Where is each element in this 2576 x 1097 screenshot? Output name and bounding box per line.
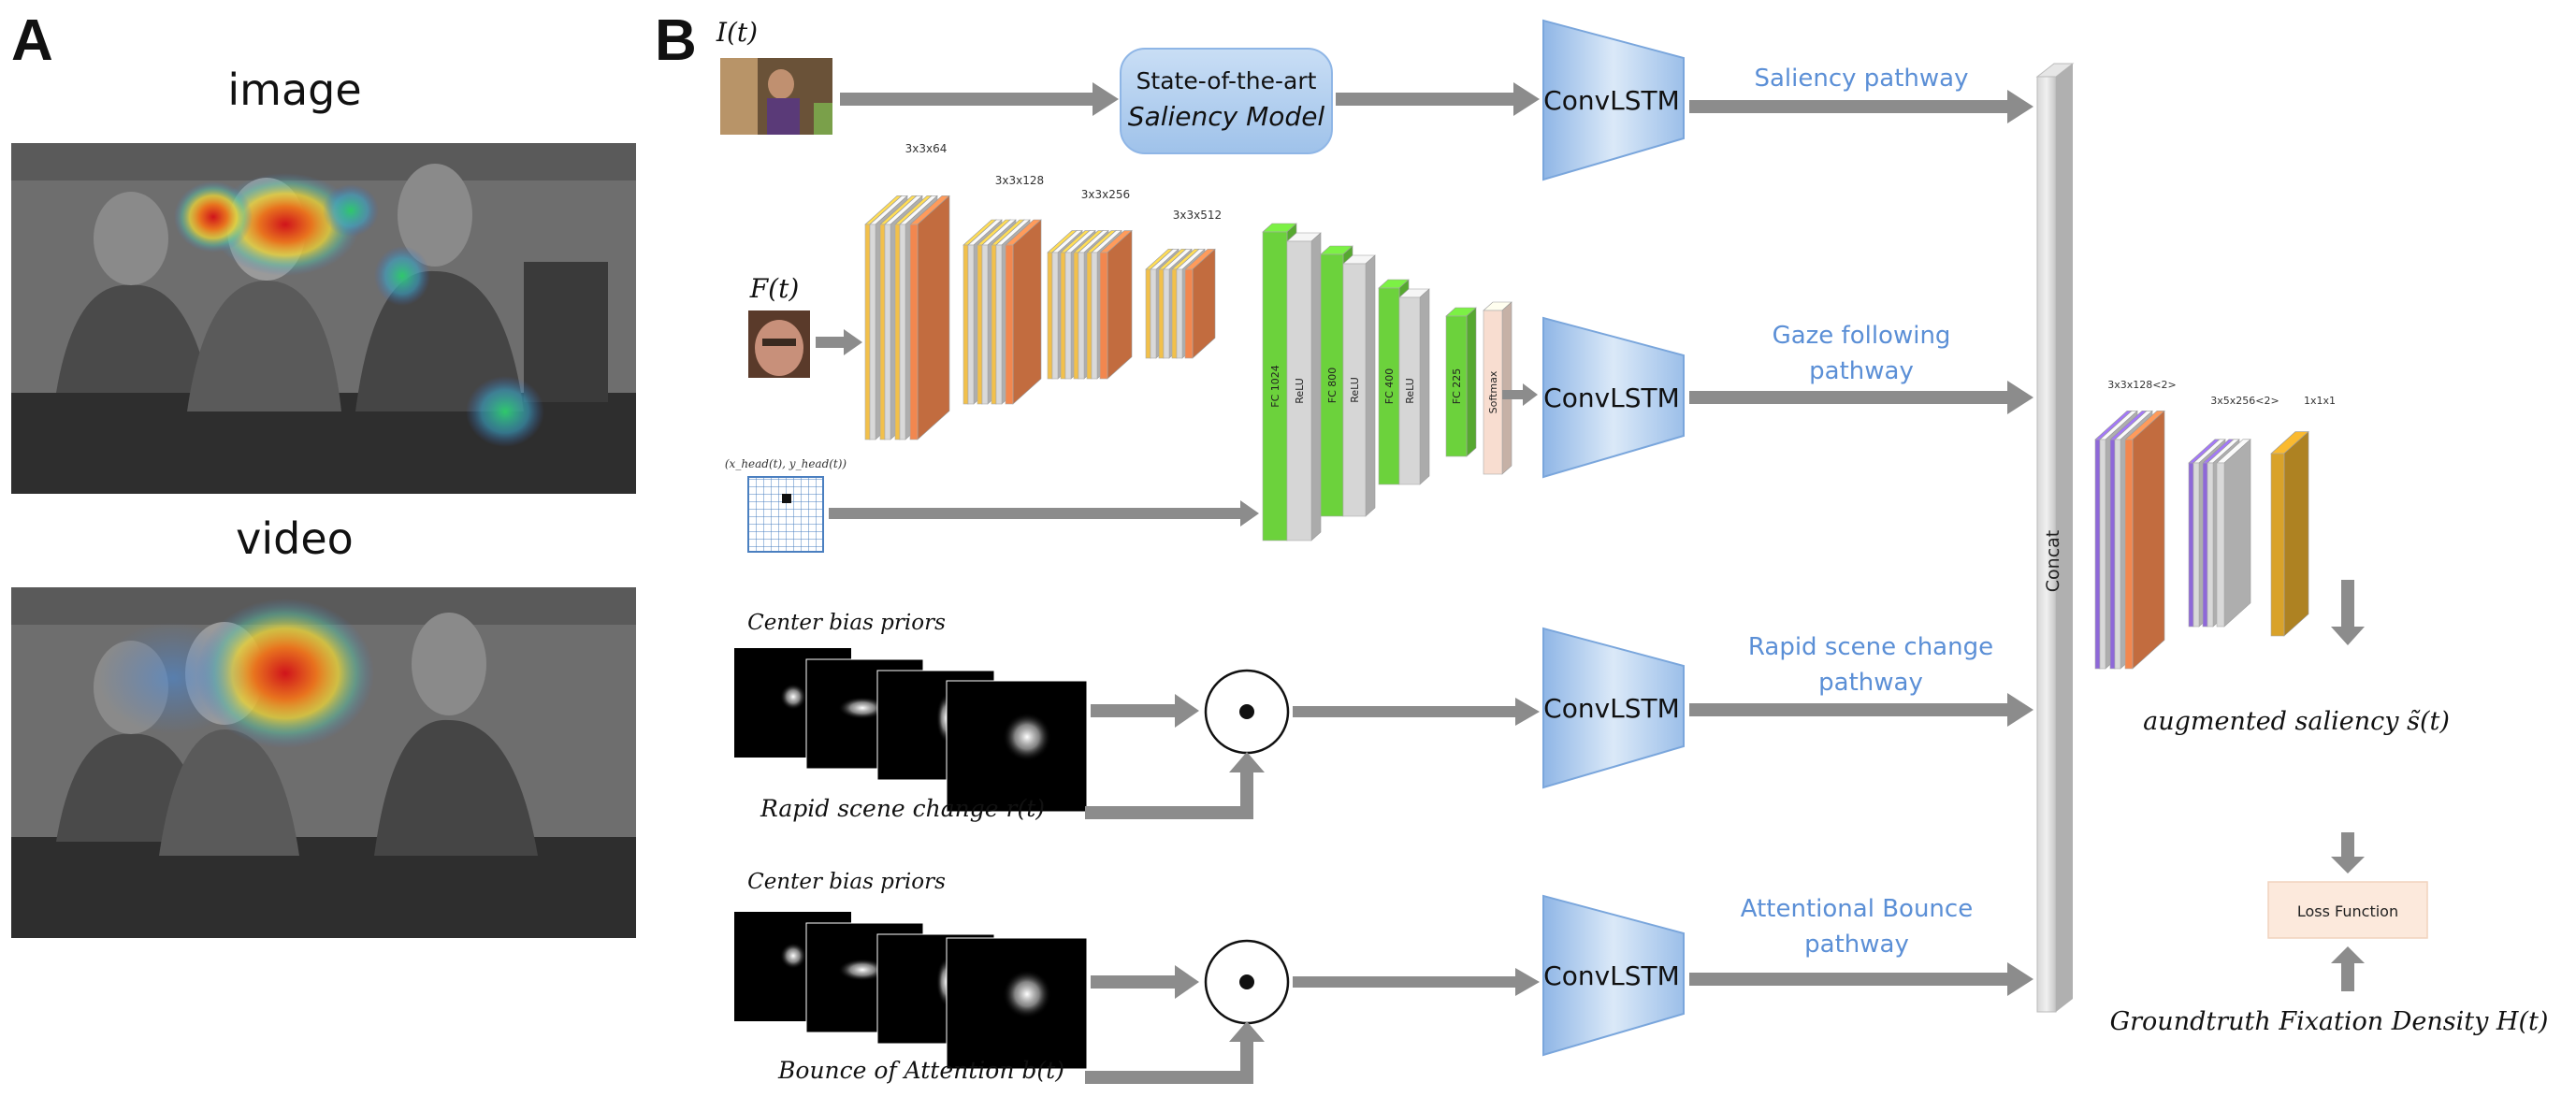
panel-b-letter: B bbox=[655, 8, 697, 73]
arrow-rapid-pathway bbox=[1689, 693, 2033, 727]
arrow-saliency-pathway bbox=[1689, 90, 2033, 123]
arrow-gaze-pathway bbox=[1689, 381, 2033, 414]
arrow-headpos-to-fc bbox=[829, 500, 1259, 527]
gaze-pathway-label-2: pathway bbox=[1809, 357, 1914, 385]
vgg-block-2-label: 3x3x128 bbox=[995, 174, 1044, 187]
vgg-block-3-label: 3x3x256 bbox=[1081, 188, 1130, 201]
fc-layer-3-label: FC 800 bbox=[1326, 368, 1339, 404]
convlstm-bounce: ConvLSTM bbox=[1542, 894, 1685, 1057]
vgg-block-1-label: 3x3x64 bbox=[905, 142, 948, 155]
arrow-product-to-convlstm-rapid bbox=[1293, 698, 1540, 726]
fc-layer-8 bbox=[1483, 301, 1512, 475]
loss-function-box: Loss Function bbox=[2267, 881, 2428, 939]
decoder-block-2-end bbox=[2216, 439, 2251, 628]
input-face-label: F(t) bbox=[749, 273, 800, 304]
decoder-output-layer bbox=[2270, 430, 2309, 637]
panel-a-letter: A bbox=[11, 8, 53, 73]
arrow-bounce-pathway bbox=[1689, 962, 2033, 996]
image-heatmap-photo bbox=[11, 143, 636, 494]
arrow-priors-to-product-bounce bbox=[1091, 965, 1199, 999]
augmented-saliency-label: augmented saliency s̃(t) bbox=[2143, 707, 2450, 736]
input-frame-label: I(t) bbox=[716, 17, 758, 48]
vgg-block-1-pool bbox=[909, 195, 950, 440]
bounce-pathway-label-2: pathway bbox=[1804, 931, 1909, 959]
convlstm-saliency: ConvLSTM bbox=[1542, 19, 1685, 181]
bounce-input-label: Bounce of Attention b(t) bbox=[777, 1057, 1064, 1084]
center-bias-label-rapid: Center bias priors bbox=[747, 611, 946, 635]
groundtruth-label: Groundtruth Fixation Density H(t) bbox=[2110, 1007, 2549, 1036]
arrow-output-to-loss bbox=[2331, 832, 2365, 873]
fc-layer-1-label: FC 1024 bbox=[1269, 365, 1281, 408]
rapid-pathway-label-1: Rapid scene change bbox=[1748, 633, 1993, 661]
convlstm-gaze: ConvLSTM bbox=[1542, 316, 1685, 479]
image-label: image bbox=[227, 65, 361, 115]
fc-layer-8-label: Softmax bbox=[1487, 370, 1499, 413]
center-bias-label-bounce: Center bias priors bbox=[747, 870, 946, 894]
fc-layer-4 bbox=[1342, 254, 1376, 517]
fc-layer-2-label: ReLU bbox=[1294, 378, 1306, 404]
input-headpos-label: (x_head(t), y_head(t)) bbox=[725, 457, 847, 470]
fc-layer-2 bbox=[1286, 232, 1322, 541]
fc-layer-5-label: FC 400 bbox=[1383, 368, 1396, 405]
decoder-block-2-label: 3x5x256<2> bbox=[2210, 395, 2279, 407]
rapid-input-label: Rapid scene change r(t) bbox=[760, 795, 1045, 822]
input-face-thumbnail bbox=[748, 310, 810, 378]
fc-layer-7 bbox=[1445, 307, 1477, 457]
fc-layer-6-label: ReLU bbox=[1404, 378, 1416, 404]
video-label: video bbox=[236, 513, 354, 564]
saliency-model-line2: Saliency Model bbox=[1128, 101, 1325, 132]
center-bias-priors-rapid bbox=[734, 648, 1088, 813]
vgg-block-2-pool bbox=[1005, 219, 1042, 405]
head-position-grid bbox=[747, 476, 824, 553]
convlstm-gaze-label: ConvLSTM bbox=[1543, 383, 1680, 413]
convlstm-rapid-label: ConvLSTM bbox=[1543, 693, 1680, 724]
saliency-model-line1: State-of-the-art bbox=[1136, 67, 1317, 94]
arrow-bounce-input-to-product bbox=[1085, 1021, 1265, 1084]
fc-layer-6 bbox=[1398, 288, 1430, 485]
input-frame-thumbnail bbox=[720, 58, 832, 135]
rapid-pathway-label-2: pathway bbox=[1818, 669, 1923, 697]
concat-bar: Concat bbox=[2035, 63, 2075, 1013]
vgg-block-3-pool bbox=[1099, 229, 1133, 380]
vgg-encoder bbox=[864, 195, 1216, 440]
arrow-fc-to-convlstm bbox=[1502, 383, 1538, 406]
arrow-rapid-input-to-product bbox=[1085, 752, 1265, 819]
fc-layer-4-label: ReLU bbox=[1349, 377, 1361, 403]
arrow-priors-to-product-rapid bbox=[1091, 694, 1199, 728]
decoder-block-1-label: 3x3x128<2> bbox=[2107, 379, 2176, 391]
fc-layer-7-label: FC 225 bbox=[1451, 368, 1463, 405]
video-heatmap-photo bbox=[11, 587, 636, 938]
product-operator-rapid bbox=[1204, 669, 1290, 755]
arrow-decoder-to-output bbox=[2331, 580, 2365, 645]
arrow-frame-to-saliency bbox=[840, 82, 1119, 116]
vgg-block-4-pool bbox=[1184, 248, 1216, 359]
saliency-pathway-label: Saliency pathway bbox=[1755, 65, 1969, 93]
decoder-block-1-end bbox=[2124, 410, 2165, 670]
gaze-pathway-label-1: Gaze following bbox=[1773, 322, 1951, 350]
loss-function-label: Loss Function bbox=[2297, 902, 2398, 920]
decoder-block-3-label: 1x1x1 bbox=[2304, 395, 2336, 407]
center-bias-priors-bounce bbox=[734, 912, 1088, 1070]
concat-label: Concat bbox=[2043, 530, 2063, 592]
convlstm-rapid: ConvLSTM bbox=[1542, 627, 1685, 789]
vgg-block-4-label: 3x3x512 bbox=[1173, 209, 1222, 222]
fc-layers: FC 1024 ReLU FC 800 ReLU FC 400 ReLU FC 225 Sof… bbox=[1262, 223, 1512, 541]
convlstm-bounce-label: ConvLSTM bbox=[1543, 960, 1680, 991]
arrow-groundtruth-to-loss bbox=[2331, 946, 2365, 991]
arrow-face-to-vgg bbox=[816, 329, 862, 355]
arrow-saliency-to-convlstm bbox=[1336, 82, 1540, 116]
arrow-product-to-convlstm-bounce bbox=[1293, 968, 1540, 996]
decoder bbox=[2094, 410, 2309, 670]
saliency-model-box: State-of-the-art Saliency Model bbox=[1120, 48, 1333, 154]
product-operator-bounce bbox=[1204, 939, 1290, 1025]
convlstm-saliency-label: ConvLSTM bbox=[1543, 85, 1680, 116]
bounce-pathway-label-1: Attentional Bounce bbox=[1741, 895, 1973, 923]
